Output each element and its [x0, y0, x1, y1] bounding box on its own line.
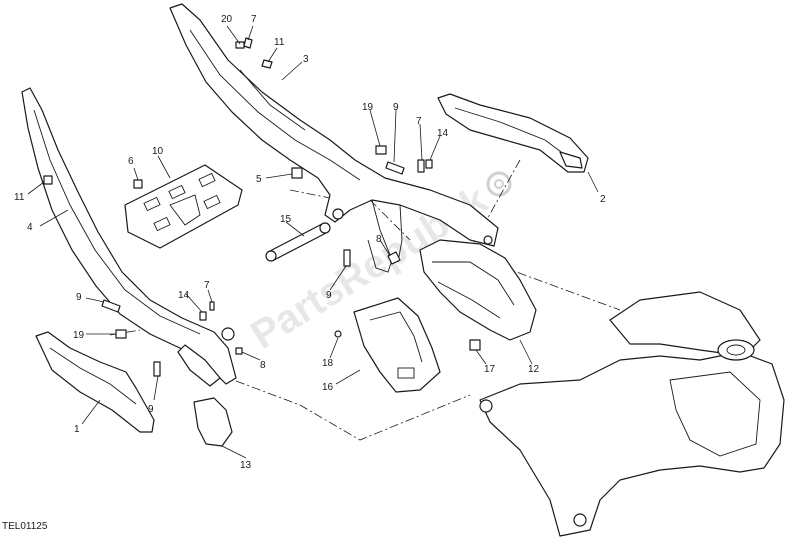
callout-20: 20	[221, 14, 233, 25]
callout-1: 1	[74, 424, 80, 435]
callout-18: 18	[322, 358, 334, 369]
part-12-shield	[419, 239, 537, 341]
callout-7: 7	[204, 280, 210, 291]
part-10-plate	[124, 164, 243, 249]
callout-labels: 20 7 11 3 19 9 7 14 2 6 10 5 11 4 15 8 9…	[14, 14, 606, 471]
part-20-nut	[235, 41, 245, 49]
leader-lines	[27, 25, 599, 459]
callout-5: 5	[256, 174, 262, 185]
diagram-code: TEL01125	[2, 521, 48, 532]
callout-8: 8	[260, 360, 266, 371]
part-5-nut	[291, 167, 303, 179]
callout-9: 9	[76, 292, 82, 303]
part-16-bracket	[353, 297, 441, 393]
part-13-small-cover	[193, 397, 233, 447]
callout-6: 6	[128, 156, 134, 167]
callout-14: 14	[437, 128, 449, 139]
callout-19: 19	[362, 102, 374, 113]
part-4-side-rail	[21, 87, 237, 387]
main-frame	[479, 291, 785, 537]
callout-8: 8	[376, 234, 382, 245]
part-2-rear-cover	[437, 93, 589, 173]
part-3-subframe-rail	[169, 3, 499, 273]
hardware	[43, 37, 481, 377]
callout-15: 15	[280, 214, 292, 225]
callout-11: 11	[14, 192, 25, 203]
callout-10: 10	[152, 146, 164, 157]
callout-7: 7	[416, 116, 422, 127]
callout-13: 13	[240, 460, 252, 471]
callout-11: 11	[274, 37, 285, 48]
callout-12: 12	[528, 364, 540, 375]
part-15-rod	[265, 222, 331, 262]
callout-4: 4	[27, 222, 33, 233]
callout-2: 2	[600, 194, 606, 205]
callout-9: 9	[393, 102, 399, 113]
callout-9: 9	[148, 404, 154, 415]
callout-9: 9	[326, 290, 332, 301]
part-19-washer	[375, 145, 387, 155]
gear-icon	[486, 171, 512, 197]
part-1-rear-cover	[35, 331, 155, 433]
callout-17: 17	[484, 364, 496, 375]
callout-7: 7	[251, 14, 257, 25]
callout-3: 3	[303, 54, 309, 65]
callout-16: 16	[322, 382, 334, 393]
callout-14: 14	[178, 290, 190, 301]
callout-19: 19	[73, 330, 85, 341]
